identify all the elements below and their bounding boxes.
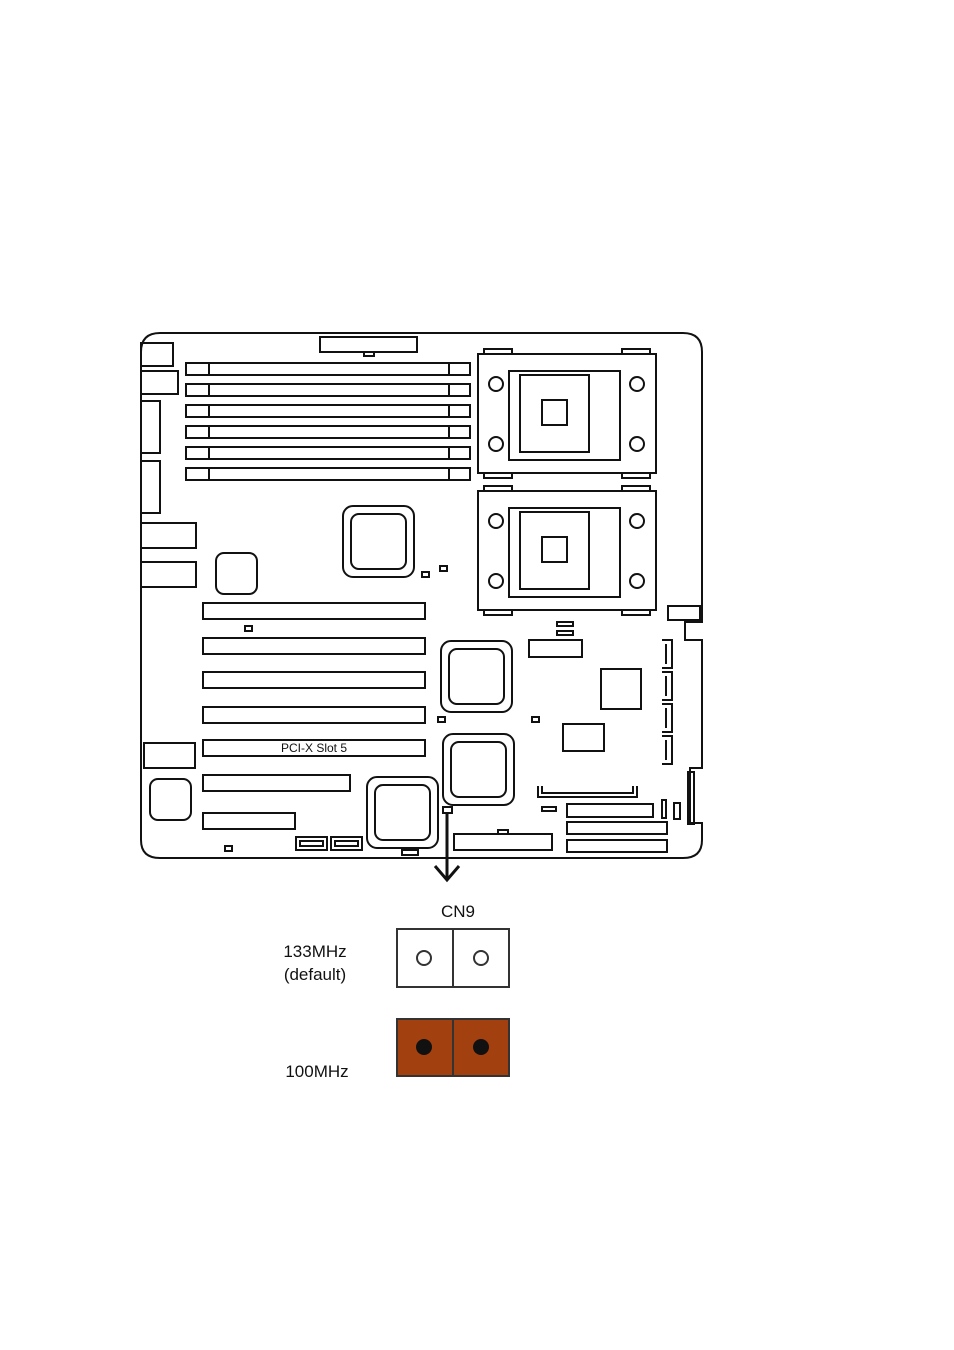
jumper-pin-1-shorted [416,1039,432,1055]
chipset-north [343,506,414,577]
bmc-chip [367,777,438,848]
jumper-pin-2-shorted [473,1039,489,1055]
back-panel-ports [141,343,196,587]
pci-x-slot-5-label: PCI-X Slot 5 [281,741,347,755]
dimm-slots [186,363,470,480]
top-connector [320,337,417,352]
cpu-socket-1 [478,349,656,478]
right-connectors [662,606,700,764]
setting-100mhz-label: 100MHz [285,1062,348,1081]
small-chip [216,553,257,594]
motherboard-outline [141,333,702,858]
cpu-socket-2 [478,486,656,615]
setting-133mhz-label: 133MHz [283,942,346,961]
jumper-name: CN9 [441,902,475,921]
jumper-closed-setting [397,1019,509,1076]
cn9-location [443,807,452,813]
io-controller [443,734,514,805]
jumper-open-setting [397,929,509,987]
pci-slots [203,603,425,829]
setting-default-label: (default) [284,965,346,984]
sata-connectors [296,837,362,850]
chipset-south [441,641,512,712]
